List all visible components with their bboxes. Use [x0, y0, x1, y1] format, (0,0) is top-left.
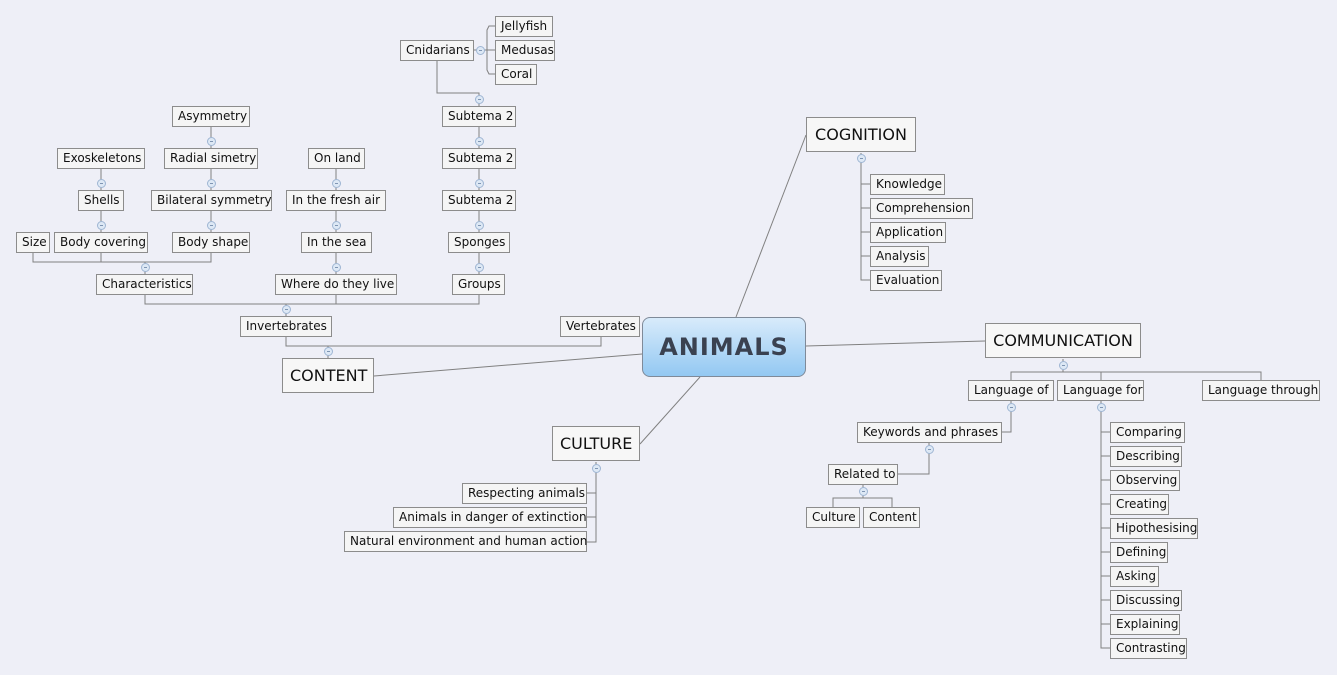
collapse-toggle-communication[interactable]	[1059, 361, 1068, 370]
topic-sponges[interactable]: Sponges	[448, 232, 510, 253]
topic-comprehension[interactable]: Comprehension	[870, 198, 973, 219]
topic-comparing[interactable]: Comparing	[1110, 422, 1185, 443]
topic-observing[interactable]: Observing	[1110, 470, 1180, 491]
topic-animals-in-danger[interactable]: Animals in danger of extinction	[393, 507, 587, 528]
collapse-toggle-shells[interactable]	[97, 179, 106, 188]
topic-body-covering[interactable]: Body covering	[54, 232, 148, 253]
topic-related-to[interactable]: Related to	[828, 464, 898, 485]
topic-language-for[interactable]: Language for	[1057, 380, 1144, 401]
topic-invertebrates[interactable]: Invertebrates	[240, 316, 332, 337]
topic-keywords-and-phrases[interactable]: Keywords and phrases	[857, 422, 1002, 443]
topic-creating[interactable]: Creating	[1110, 494, 1169, 515]
collapse-toggle-invertebrates[interactable]	[282, 305, 291, 314]
topic-on-land[interactable]: On land	[308, 148, 365, 169]
collapse-toggle-in-the-sea[interactable]	[332, 221, 341, 230]
topic-vertebrates[interactable]: Vertebrates	[560, 316, 640, 337]
collapse-toggle-content[interactable]	[324, 347, 333, 356]
topic-respecting-animals[interactable]: Respecting animals	[462, 483, 587, 504]
topic-medusas[interactable]: Medusas	[495, 40, 555, 61]
collapse-toggle-language-of[interactable]	[1007, 403, 1016, 412]
topic-body-shape[interactable]: Body shape	[172, 232, 250, 253]
collapse-toggle-subtema-2[interactable]	[475, 95, 484, 104]
collapse-toggle-subtema-2[interactable]	[475, 137, 484, 146]
topic-knowledge[interactable]: Knowledge	[870, 174, 945, 195]
topic-in-the-sea[interactable]: In the sea	[301, 232, 372, 253]
topic-subtema-2[interactable]: Subtema 2	[442, 190, 516, 211]
topic-language-of[interactable]: Language of	[968, 380, 1054, 401]
collapse-toggle-language-for[interactable]	[1097, 403, 1106, 412]
topic-characteristics[interactable]: Characteristics	[96, 274, 193, 295]
collapse-toggle-where-do-they-live[interactable]	[332, 263, 341, 272]
topic-analysis[interactable]: Analysis	[870, 246, 929, 267]
topic-in-the-fresh-air[interactable]: In the fresh air	[286, 190, 386, 211]
topic-groups[interactable]: Groups	[452, 274, 505, 295]
topic-jellyfish[interactable]: Jellyfish	[495, 16, 553, 37]
topic-explaining[interactable]: Explaining	[1110, 614, 1180, 635]
topic-where-do-they-live[interactable]: Where do they live	[275, 274, 397, 295]
collapse-toggle-body-covering[interactable]	[97, 221, 106, 230]
collapse-toggle-keywords[interactable]	[925, 445, 934, 454]
collapse-toggle-groups[interactable]	[475, 263, 484, 272]
collapse-toggle-cognition[interactable]	[857, 154, 866, 163]
collapse-toggle-body-shape[interactable]	[207, 221, 216, 230]
topic-coral[interactable]: Coral	[495, 64, 537, 85]
collapse-toggle-subtema-2[interactable]	[475, 179, 484, 188]
topic-discussing[interactable]: Discussing	[1110, 590, 1182, 611]
collapse-toggle-culture[interactable]	[592, 464, 601, 473]
topic-subtema-2[interactable]: Subtema 2	[442, 106, 516, 127]
central-topic-animals[interactable]: ANIMALS	[642, 317, 806, 377]
topic-hipothesising[interactable]: Hipothesising	[1110, 518, 1198, 539]
collapse-toggle-cnidarians[interactable]	[476, 46, 485, 55]
topic-radial-simetry[interactable]: Radial simetry	[164, 148, 258, 169]
topic-asking[interactable]: Asking	[1110, 566, 1159, 587]
topic-application[interactable]: Application	[870, 222, 946, 243]
collapse-toggle-bilateral-symmetry[interactable]	[207, 179, 216, 188]
collapse-toggle-related-to[interactable]	[859, 487, 868, 496]
collapse-toggle-sponges[interactable]	[475, 221, 484, 230]
topic-exoskeletons[interactable]: Exoskeletons	[57, 148, 145, 169]
topic-culture-link[interactable]: Culture	[806, 507, 860, 528]
collapse-toggle-characteristics[interactable]	[141, 263, 150, 272]
topic-cnidarians[interactable]: Cnidarians	[400, 40, 474, 61]
topic-content-link[interactable]: Content	[863, 507, 920, 528]
collapse-toggle-radial-simetry[interactable]	[207, 137, 216, 146]
topic-subtema-2[interactable]: Subtema 2	[442, 148, 516, 169]
topic-content[interactable]: CONTENT	[282, 358, 374, 393]
topic-contrasting[interactable]: Contrasting	[1110, 638, 1187, 659]
topic-language-through[interactable]: Language through	[1202, 380, 1320, 401]
topic-culture[interactable]: CULTURE	[552, 426, 640, 461]
topic-natural-environment[interactable]: Natural environment and human action	[344, 531, 587, 552]
topic-defining[interactable]: Defining	[1110, 542, 1168, 563]
topic-cognition[interactable]: COGNITION	[806, 117, 916, 152]
topic-shells[interactable]: Shells	[78, 190, 124, 211]
topic-bilateral-symmetry[interactable]: Bilateral symmetry	[151, 190, 272, 211]
topic-communication[interactable]: COMMUNICATION	[985, 323, 1141, 358]
topic-asymmetry[interactable]: Asymmetry	[172, 106, 250, 127]
collapse-toggle-in-the-fresh-air[interactable]	[332, 179, 341, 188]
topic-describing[interactable]: Describing	[1110, 446, 1182, 467]
topic-evaluation[interactable]: Evaluation	[870, 270, 942, 291]
topic-size[interactable]: Size	[16, 232, 50, 253]
